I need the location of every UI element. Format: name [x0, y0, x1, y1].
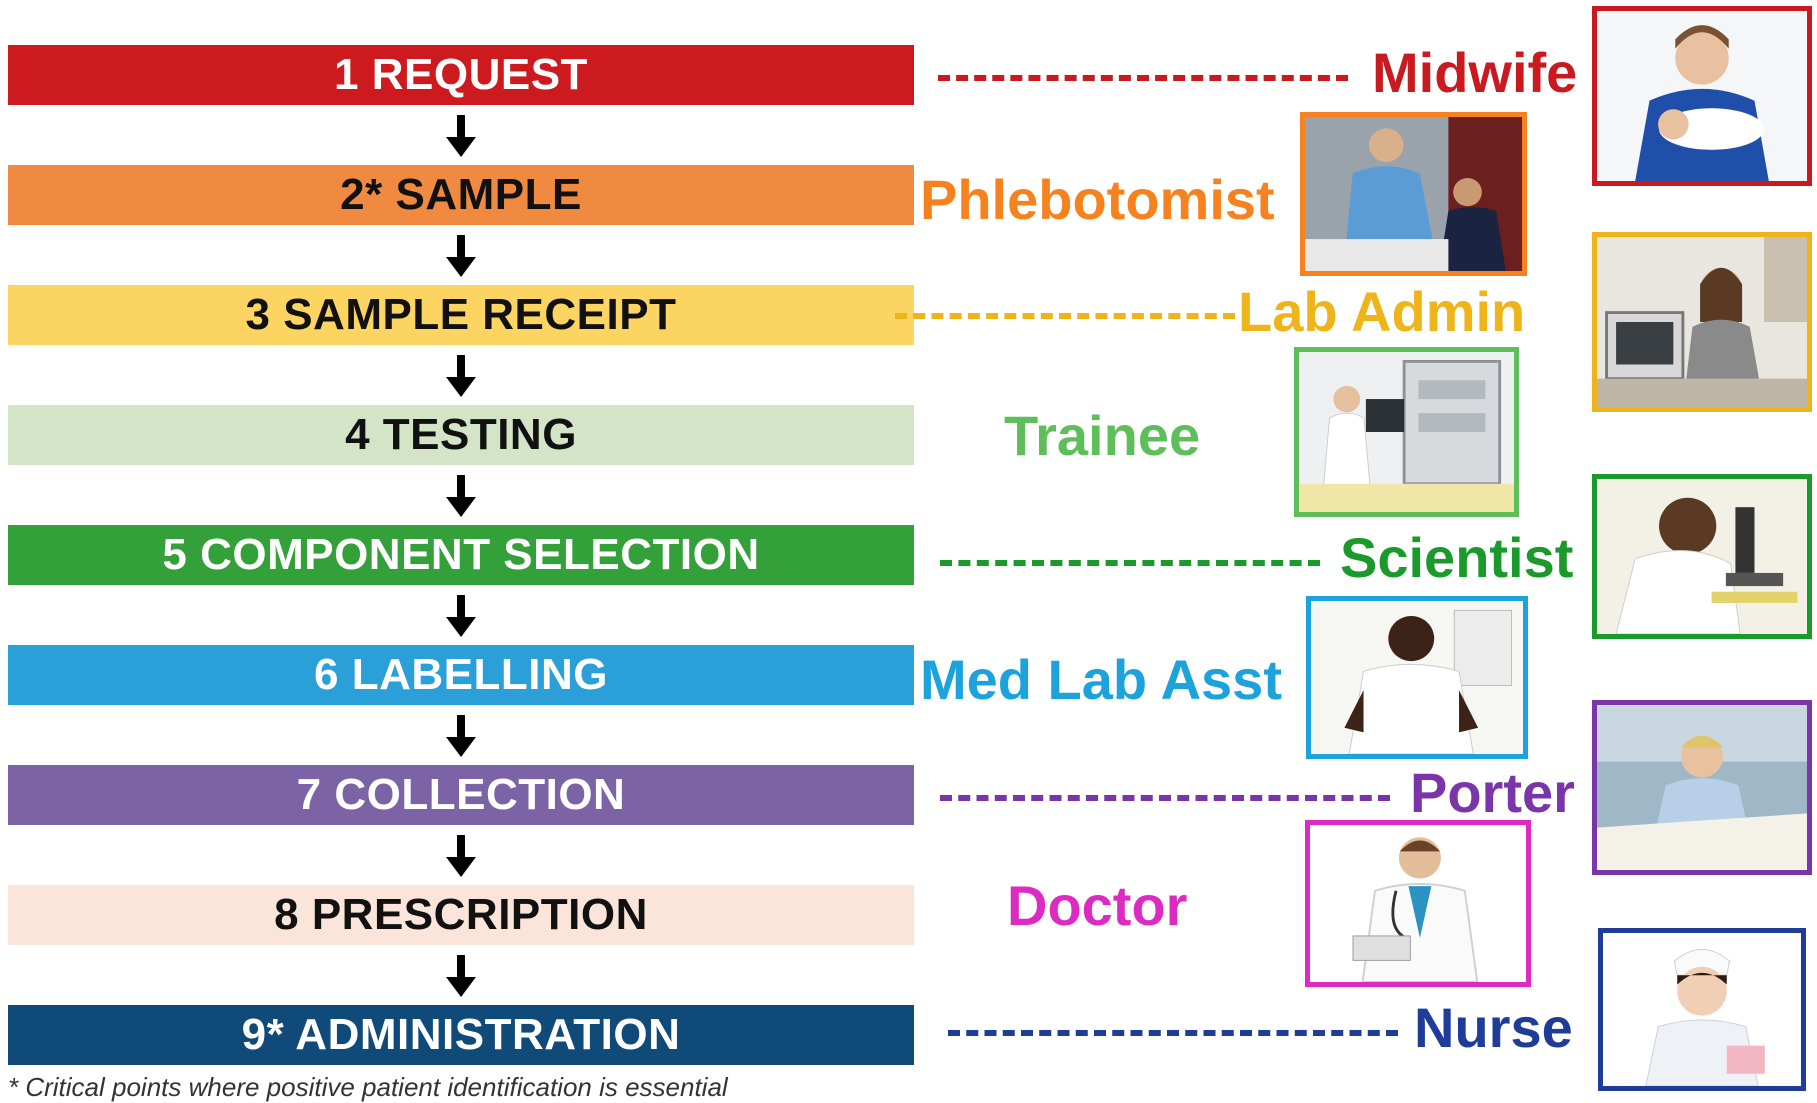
down-arrow-icon: [446, 955, 476, 997]
nurse-photo: [1598, 928, 1806, 1091]
role-porter: Porter: [1410, 761, 1575, 824]
lab-admin-image: [1597, 237, 1807, 407]
step-label: 5 COMPONENT SELECTION: [162, 530, 760, 579]
step-9-administration: 9* ADMINISTRATION: [8, 1005, 914, 1065]
down-arrow-icon: [446, 235, 476, 277]
step-8-prescription: 8 PRESCRIPTION: [8, 885, 914, 945]
footnote: * Critical points where positive patient…: [8, 1072, 728, 1102]
doctor-image: [1310, 825, 1526, 982]
role-nurse: Nurse: [1414, 996, 1573, 1059]
scientist-image: [1597, 479, 1807, 634]
step-label: 3 SAMPLE RECEIPT: [245, 290, 677, 339]
down-arrow-icon: [446, 595, 476, 637]
porter-image: [1597, 705, 1807, 870]
step-label: 4 TESTING: [345, 410, 577, 459]
role-doctor: Doctor: [1007, 874, 1188, 937]
step-label: 2* SAMPLE: [340, 170, 582, 219]
step-4-testing: 4 TESTING: [8, 405, 914, 465]
scientist-photo: [1592, 474, 1812, 639]
doctor-photo: [1305, 820, 1531, 987]
step-label: 8 PRESCRIPTION: [274, 890, 648, 939]
trainee-image: [1299, 352, 1514, 512]
connector-porter: [940, 795, 1390, 801]
down-arrow-icon: [446, 715, 476, 757]
role-midwife: Midwife: [1372, 41, 1578, 104]
step-6-labelling: 6 LABELLING: [8, 645, 914, 705]
down-arrow-icon: [446, 475, 476, 517]
step-5-component-selection: 5 COMPONENT SELECTION: [8, 525, 914, 585]
down-arrow-icon: [446, 835, 476, 877]
role-med-lab-asst: Med Lab Asst: [920, 648, 1282, 711]
step-1-request: 1 REQUEST: [8, 45, 914, 105]
connector-scientist: [940, 560, 1320, 566]
connector-nurse: [948, 1030, 1398, 1036]
med-lab-asst-image: [1311, 601, 1523, 754]
down-arrow-icon: [446, 115, 476, 157]
role-lab-admin: Lab Admin: [1238, 280, 1526, 343]
porter-photo: [1592, 700, 1812, 875]
down-arrow-icon: [446, 355, 476, 397]
midwife-image: [1597, 11, 1807, 181]
role-scientist: Scientist: [1340, 526, 1574, 589]
connector-lab-admin: [895, 313, 1235, 319]
step-7-collection: 7 COLLECTION: [8, 765, 914, 825]
lab-admin-photo: [1592, 232, 1812, 412]
step-label: 7 COLLECTION: [296, 770, 626, 819]
step-2-sample: 2* SAMPLE: [8, 165, 914, 225]
step-3-sample-receipt: 3 SAMPLE RECEIPT: [8, 285, 914, 345]
trainee-photo: [1294, 347, 1519, 517]
phlebotomist-image: [1305, 117, 1522, 271]
step-label: 9* ADMINISTRATION: [241, 1010, 681, 1059]
med-lab-asst-photo: [1306, 596, 1528, 759]
nurse-image: [1603, 933, 1801, 1086]
role-phlebotomist: Phlebotomist: [920, 168, 1275, 231]
role-trainee: Trainee: [1004, 404, 1201, 467]
connector-midwife: [938, 75, 1348, 81]
midwife-photo: [1592, 6, 1812, 186]
step-label: 1 REQUEST: [334, 50, 588, 99]
step-label: 6 LABELLING: [314, 650, 608, 699]
phlebotomist-photo: [1300, 112, 1527, 276]
